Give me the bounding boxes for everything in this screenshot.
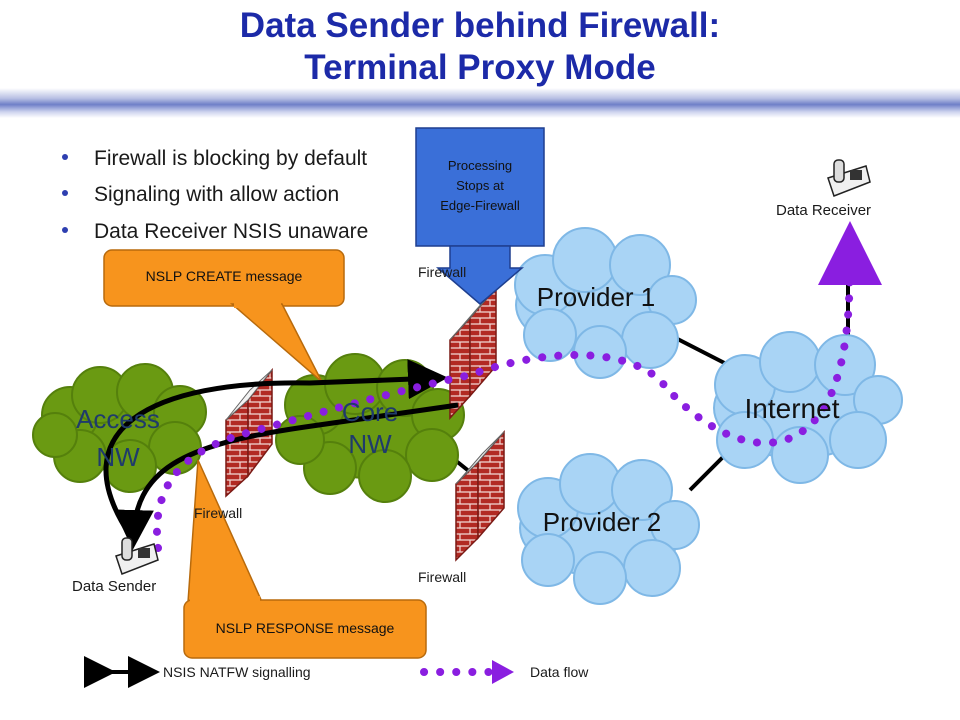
data-receiver-label: Data Receiver bbox=[776, 202, 872, 219]
data-receiver-phone-icon bbox=[827, 159, 871, 197]
data-sender-phone-icon bbox=[115, 537, 159, 575]
signalling-arrows bbox=[103, 359, 459, 550]
access-nw-label-line2: NW bbox=[96, 442, 140, 472]
firewall-label-access: Firewall bbox=[194, 505, 243, 521]
bullet-text: Signaling with allow action bbox=[94, 183, 340, 206]
bullet-item: Data Receiver NSIS unaware bbox=[62, 219, 368, 245]
firewall-label-edge: Firewall bbox=[418, 264, 467, 280]
provider1-cloud bbox=[514, 227, 697, 379]
provider2-cloud bbox=[517, 453, 700, 605]
core-nw-label-line1: Core bbox=[341, 397, 399, 427]
legend-data-flow-icon bbox=[420, 660, 514, 684]
bullet-item: Firewall is blocking by default bbox=[62, 146, 367, 172]
firewall-label-provider2: Firewall bbox=[418, 569, 467, 585]
slide-title-line1: Data Sender behind Firewall: bbox=[239, 6, 721, 45]
nslp-response-message-callout: NSLP RESPONSE message bbox=[215, 620, 395, 636]
processing-line3: Edge-Firewall bbox=[440, 198, 520, 213]
bullet-text: Data Receiver NSIS unaware bbox=[94, 220, 369, 243]
core-network-cloud bbox=[275, 353, 465, 503]
data-sender-label: Data Sender bbox=[72, 578, 157, 595]
firewall-provider2 bbox=[455, 429, 505, 562]
bullet-item: Signaling with allow action bbox=[62, 182, 339, 208]
provider1-label: Provider 1 bbox=[536, 282, 656, 312]
processing-line1: Processing bbox=[447, 158, 513, 173]
access-nw-label-line1: Access bbox=[76, 404, 160, 434]
legend-signalling-label: NSIS NATFW signalling bbox=[163, 664, 311, 680]
callout-create-shape bbox=[103, 249, 345, 383]
legend-data-flow-label: Data flow bbox=[530, 664, 589, 680]
provider2-label: Provider 2 bbox=[542, 507, 662, 537]
access-nw-label: Access NW bbox=[58, 404, 178, 472]
core-nw-label: Core NW bbox=[310, 396, 430, 460]
callout-processing-shape bbox=[415, 127, 545, 305]
bullet-dot-icon bbox=[62, 227, 68, 234]
firewall-edge-provider1 bbox=[449, 285, 497, 420]
data-flow-path bbox=[153, 221, 882, 552]
processing-line2: Stops at bbox=[456, 178, 504, 193]
title-divider-bar bbox=[0, 88, 960, 118]
bullet-dot-icon bbox=[62, 154, 68, 161]
slide-title-line2: Terminal Proxy Mode bbox=[304, 48, 656, 87]
core-nw-label-line2: NW bbox=[348, 429, 392, 459]
processing-stops-callout: Processing Stops at Edge-Firewall bbox=[416, 156, 544, 216]
nslp-create-message-callout: NSLP CREATE message bbox=[145, 268, 303, 284]
bullet-dot-icon bbox=[62, 190, 68, 197]
callout-response-shape bbox=[183, 459, 427, 659]
bullet-text: Firewall is blocking by default bbox=[94, 147, 368, 170]
internet-label: Internet bbox=[744, 393, 840, 424]
